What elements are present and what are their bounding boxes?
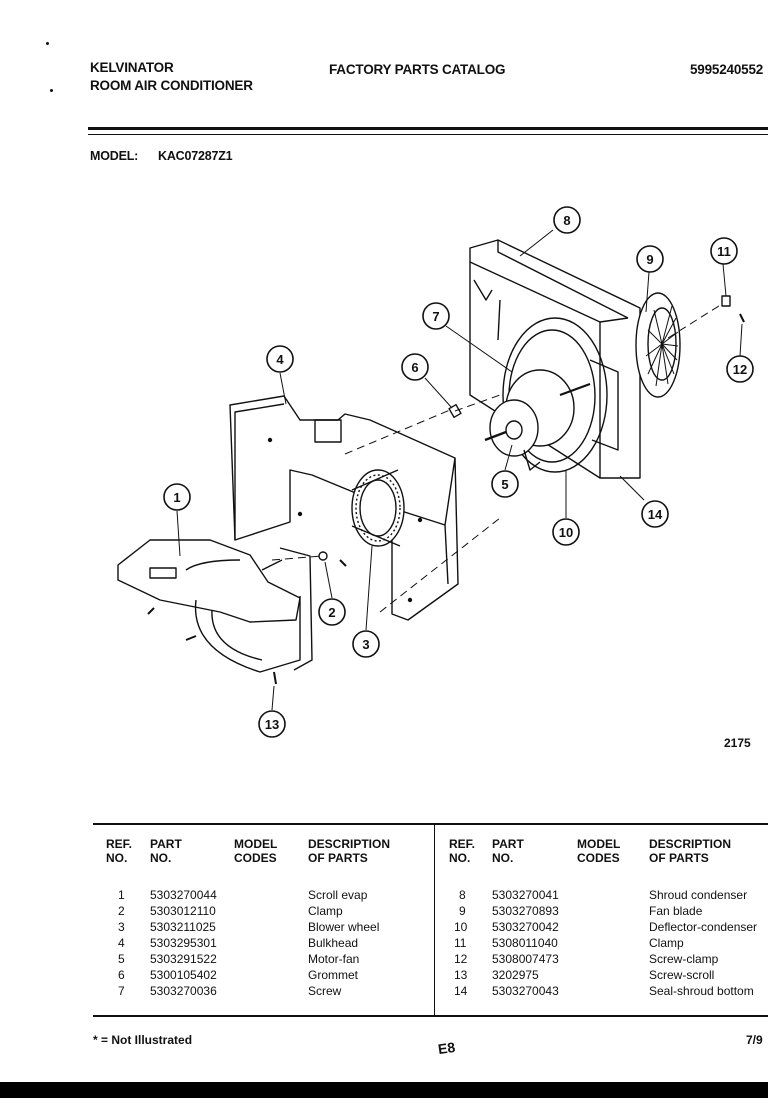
alignment-lines [271,303,723,613]
callout-11: 11 [710,237,738,265]
clamp-part [721,295,731,307]
exploded-parts-diagram: 1 2 3 4 5 6 7 8 9 10 11 12 13 14 [0,180,768,760]
diagram-number: 2175 [724,736,751,750]
svg-text:4: 4 [276,352,284,367]
col-part-left: PART NO. [150,837,182,865]
col-codes-right: MODEL CODES [577,837,621,865]
grommet [448,403,462,419]
catalog-number: 5995240552 [690,62,764,77]
callout-6: 6 [401,353,429,381]
svg-text:6: 6 [411,360,418,375]
catalog-title: FACTORY PARTS CATALOG [329,62,506,77]
page-code: E8 [436,1038,457,1058]
svg-text:9: 9 [646,252,653,267]
svg-text:11: 11 [717,244,731,259]
svg-text:12: 12 [733,362,747,377]
col-desc-right: DESCRIPTION OF PARTS [649,837,732,865]
col-part-right: PART NO. [492,837,524,865]
svg-text:10: 10 [559,525,573,540]
svg-text:7: 7 [432,309,439,324]
table-divider [434,825,435,1015]
screw-scroll [273,671,277,685]
model-number: KAC07287Z1 [158,149,233,163]
callout-13: 13 [258,710,286,738]
fan-blade [635,292,681,398]
screw-clamp [739,313,745,323]
col-ref-right: REF. NO. [449,837,476,865]
screw [185,635,197,641]
brand-name: KELVINATOR [90,60,174,75]
parts-table: REF. NO. PART NO. MODEL CODES DESCRIPTIO… [93,823,768,1017]
header-rule-thick [88,127,768,130]
header-rule-thin [88,134,768,135]
svg-text:2: 2 [328,605,335,620]
scan-speck [50,89,53,92]
callout-9: 9 [636,245,664,273]
scroll-evap [117,539,313,673]
blower-wheel [351,469,405,547]
exploded-view-drawing: 1 2 3 4 5 6 7 8 9 10 11 12 13 14 [117,206,754,738]
callout-14: 14 [641,500,669,528]
col-ref-left: REF. NO. [106,837,133,865]
svg-text:1: 1 [173,490,180,505]
col-codes-left: MODEL CODES [234,837,278,865]
callouts: 1 2 3 4 5 6 7 8 9 10 11 12 13 14 [163,206,754,738]
callout-5: 5 [491,470,519,498]
svg-text:14: 14 [648,507,663,522]
svg-text:13: 13 [265,717,279,732]
callout-8: 8 [553,206,581,234]
svg-text:3: 3 [362,637,369,652]
model-label: MODEL: [90,149,139,163]
callout-12: 12 [726,355,754,383]
screw [147,607,155,615]
leader-lines [176,229,743,711]
bulkhead [229,395,459,621]
footnote: * = Not Illustrated [93,1033,193,1047]
col-desc-left: DESCRIPTION OF PARTS [308,837,391,865]
svg-text:5: 5 [501,477,508,492]
motor-fan [484,369,591,471]
callout-3: 3 [352,630,380,658]
svg-text:8: 8 [563,213,570,228]
product-name: ROOM AIR CONDITIONER [90,78,253,93]
callout-10: 10 [552,518,580,546]
callout-2: 2 [318,598,346,626]
clamp-2 [318,551,328,561]
revision-date: 7/9 [746,1033,763,1047]
scan-speck [46,42,49,45]
callout-1: 1 [163,483,191,511]
callout-4: 4 [266,345,294,373]
callout-7: 7 [422,302,450,330]
